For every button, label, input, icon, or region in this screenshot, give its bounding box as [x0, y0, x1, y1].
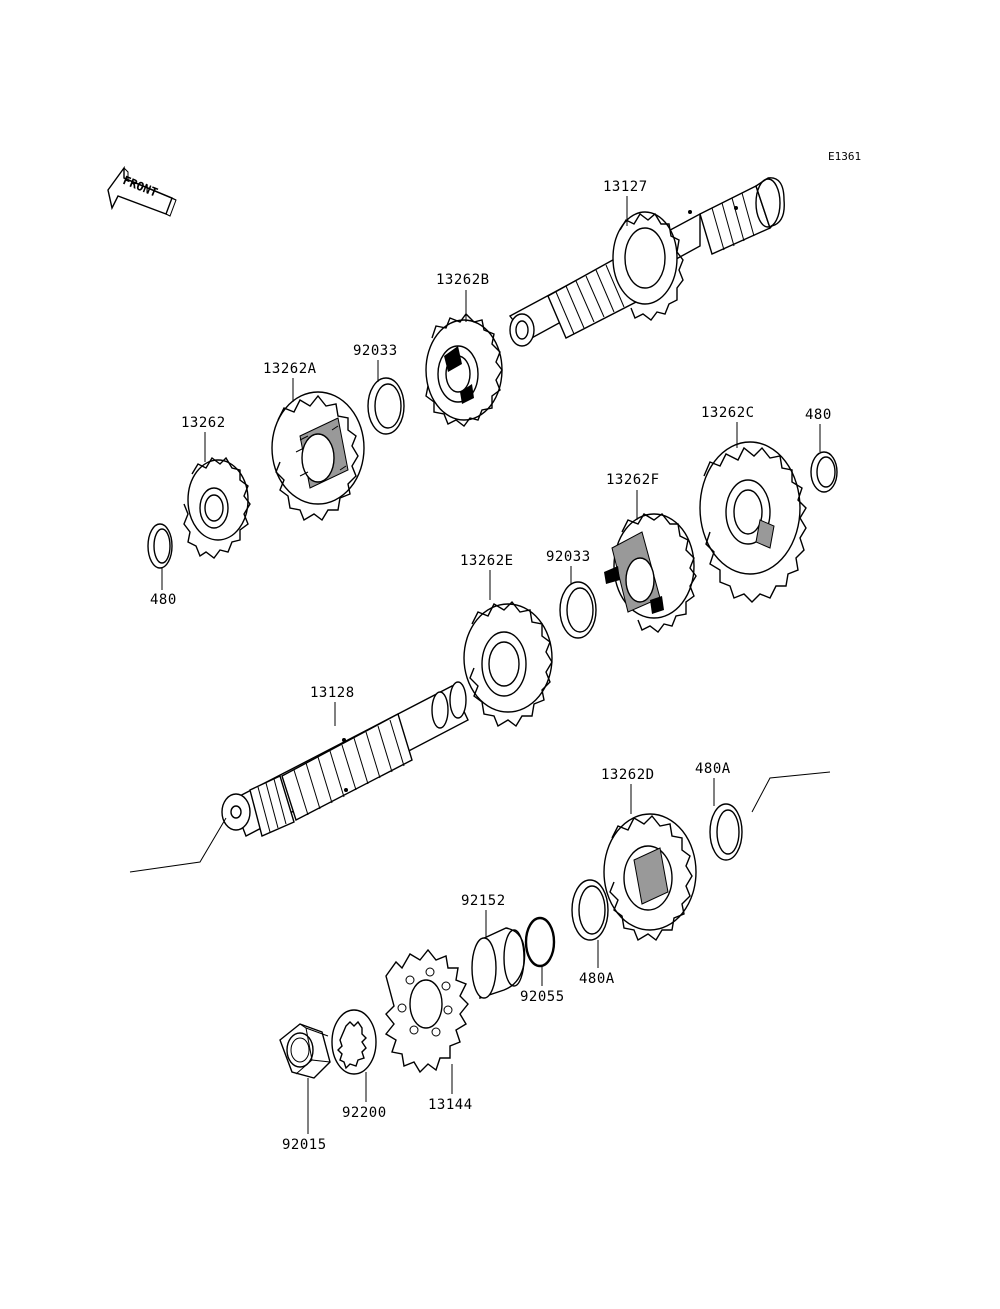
- sprocket-13144: [384, 948, 469, 1074]
- gear-13262B: [425, 312, 503, 427]
- part-label-13127: 13127: [603, 179, 648, 195]
- collar-92152: [471, 927, 526, 999]
- part-labels: 13127 13262B 92033 13262A 13262 480 1326…: [150, 179, 832, 1153]
- circlip-480A-upper: [709, 803, 743, 861]
- diagram-code: E1361: [828, 150, 861, 163]
- part-label-92015: 92015: [282, 1137, 327, 1153]
- circlip-480A-lower: [571, 879, 609, 941]
- shaft-13128: [221, 681, 469, 837]
- circlip-92033-lower: [559, 581, 597, 639]
- circlip-480-left: [147, 523, 173, 569]
- part-label-13262: 13262: [181, 415, 226, 431]
- part-label-13262C: 13262C: [701, 405, 755, 421]
- part-label-92033-lower: 92033: [546, 549, 591, 565]
- part-label-92200: 92200: [342, 1105, 387, 1121]
- oring-92055: [524, 916, 556, 968]
- gear-13262D: [603, 813, 697, 942]
- circlip-92033-upper: [367, 377, 405, 435]
- part-label-13262F: 13262F: [606, 472, 660, 488]
- leader-lines: [161, 196, 821, 1134]
- gear-13262: [183, 456, 251, 559]
- part-label-13144: 13144: [428, 1097, 473, 1113]
- part-label-480A-lower: 480A: [579, 971, 615, 987]
- part-label-13128: 13128: [310, 685, 355, 701]
- part-label-480-right: 480: [805, 407, 832, 423]
- part-label-13262B: 13262B: [436, 272, 490, 288]
- nut-92015: [279, 1023, 331, 1079]
- gear-13262A: [271, 391, 365, 522]
- part-label-92152: 92152: [461, 893, 506, 909]
- front-arrow-icon: FRONT: [107, 165, 177, 217]
- gear-13262F: [604, 513, 697, 633]
- shaft-13127: [508, 177, 785, 347]
- part-label-92055: 92055: [520, 989, 565, 1005]
- circlip-480-right: [810, 451, 838, 493]
- gear-13262C: [699, 441, 807, 603]
- part-label-480A-upper: 480A: [695, 761, 731, 777]
- axis-line: [129, 771, 831, 873]
- part-label-13262D: 13262D: [601, 767, 655, 783]
- part-label-480-left: 480: [150, 592, 177, 608]
- part-label-13262E: 13262E: [460, 553, 514, 569]
- washer-92200: [331, 1009, 377, 1075]
- part-label-92033-upper: 92033: [353, 343, 398, 359]
- part-label-13262A: 13262A: [263, 361, 317, 377]
- gear-13262E: [463, 600, 553, 728]
